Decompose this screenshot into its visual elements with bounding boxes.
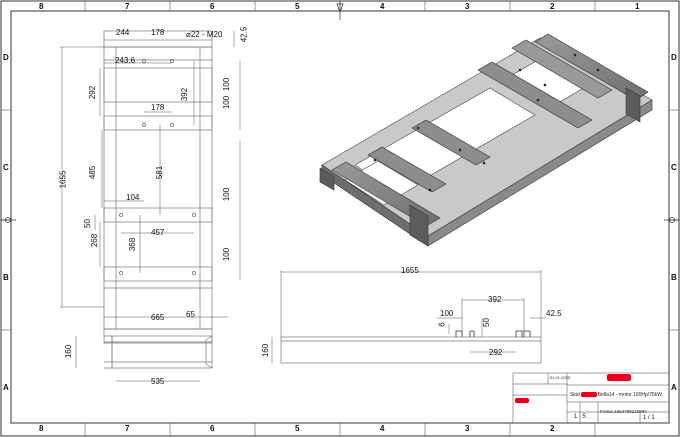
zone-col-1-top: 1 <box>635 2 640 11</box>
sheet-number: 1 / 1 <box>643 415 655 421</box>
side-dim-100: 100 <box>440 309 454 318</box>
dim-665: 665 <box>151 313 165 322</box>
side-dim-1655: 1655 <box>401 266 419 275</box>
zone-col-3-bottom: 3 <box>465 424 470 433</box>
zone-row-c-right: C <box>671 163 677 172</box>
dim-535: 535 <box>151 377 165 386</box>
zone-col-2-bottom: 2 <box>550 424 555 433</box>
scale-value: 1 : 5 <box>574 414 586 420</box>
hole-callout-text: 22 - M20 <box>190 30 223 39</box>
zone-col-3-top: 3 <box>465 2 470 11</box>
dim-243-6: 243.6 <box>115 56 136 65</box>
side-dim-292: 292 <box>489 348 503 357</box>
title-main: Bella14 - motor 100Hp/75kW <box>597 392 662 398</box>
zone-col-4-bottom: 4 <box>380 424 385 433</box>
sheet-of: 1 <box>651 415 655 421</box>
drawing-number: Frame 1664786210994 <box>600 409 647 414</box>
zone-row-b-right: B <box>671 273 677 282</box>
title-date: 01.01.2023 <box>550 375 571 380</box>
dim-457: 457 <box>151 228 165 237</box>
diameter-icon: ⌀ <box>186 30 191 39</box>
zone-col-6-top: 6 <box>210 2 215 11</box>
zone-col-7-top: 7 <box>125 2 130 11</box>
zone-col-8-bottom: 8 <box>39 424 44 433</box>
dim-244: 244 <box>116 28 130 37</box>
dim-104: 104 <box>126 193 140 202</box>
side-dim-392: 392 <box>488 295 502 304</box>
redacted-drawn-by <box>515 398 529 403</box>
zone-row-b-left: B <box>3 273 9 282</box>
redacted-title-name <box>580 392 597 398</box>
title-prefix: Skid <box>570 392 580 398</box>
side-dim-42-5: 42.5 <box>546 309 562 318</box>
zone-col-7-bottom: 7 <box>125 424 130 433</box>
sheet-no: 1 <box>643 415 647 421</box>
zone-col-6-bottom: 6 <box>210 424 215 433</box>
zone-col-4-top: 4 <box>380 2 385 11</box>
zone-col-8-top: 8 <box>39 2 44 11</box>
zone-col-2-top: 2 <box>550 2 555 11</box>
zone-row-c-left: C <box>3 163 9 172</box>
zone-row-d-left: D <box>3 53 9 62</box>
zone-row-a-right: A <box>671 383 677 392</box>
zone-row-d-right: D <box>671 53 677 62</box>
dim-65: 65 <box>186 310 195 319</box>
zone-row-a-left: A <box>3 383 9 392</box>
hole-callout: ⌀22 - M20 <box>186 30 222 39</box>
title-text: Skid Bella14 - motor 100Hp/75kW <box>570 392 662 398</box>
dim-178-mid: 178 <box>151 103 165 112</box>
zone-col-5-top: 5 <box>295 2 300 11</box>
zone-col-5-bottom: 5 <box>295 424 300 433</box>
dim-178-top: 178 <box>151 28 165 37</box>
redacted-company-logo <box>607 374 631 381</box>
